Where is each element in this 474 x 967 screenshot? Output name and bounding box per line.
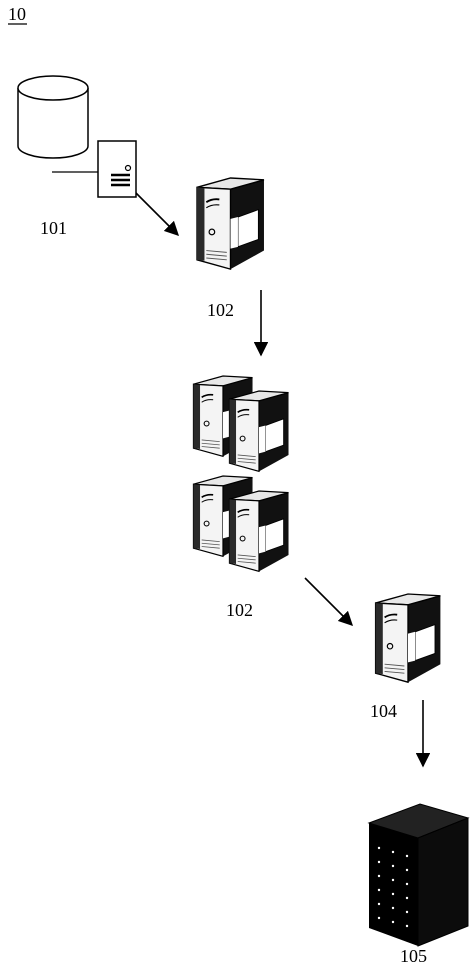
storage-led-dot (377, 874, 381, 878)
storage-led-dot (405, 924, 409, 928)
storage-led-dot (377, 846, 381, 850)
server-cluster-icon (192, 375, 290, 573)
storage-led-dot (405, 854, 409, 858)
storage-rack-icon (367, 803, 470, 947)
arrow-cluster-to-server (304, 577, 354, 627)
arrow-client-to-server (135, 192, 180, 237)
storage-led-dot (377, 916, 381, 920)
label-102-cluster: 102 (226, 600, 253, 620)
storage-led-dot (405, 882, 409, 886)
storage-led-dot (391, 906, 395, 910)
storage-led-dot (391, 850, 395, 854)
storage-led-dot (391, 920, 395, 924)
storage-led-dot (377, 888, 381, 892)
database-cylinder-icon (17, 75, 89, 159)
storage-led-dot (391, 892, 395, 896)
storage-led-dot (391, 864, 395, 868)
storage-led-dot (391, 878, 395, 882)
storage-led-dot (377, 902, 381, 906)
storage-led-dot (405, 896, 409, 900)
desktop-tower-icon (97, 140, 137, 198)
storage-led-dot (405, 868, 409, 872)
label-102-top: 102 (207, 300, 234, 320)
label-104: 104 (370, 701, 397, 721)
storage-led-dot (377, 860, 381, 864)
server-tower-icon (196, 177, 265, 271)
label-101: 101 (40, 218, 67, 238)
storage-led-dot (405, 910, 409, 914)
figure-number: 10 (8, 4, 26, 24)
server-tower-icon (374, 593, 442, 684)
label-105: 105 (400, 946, 427, 966)
